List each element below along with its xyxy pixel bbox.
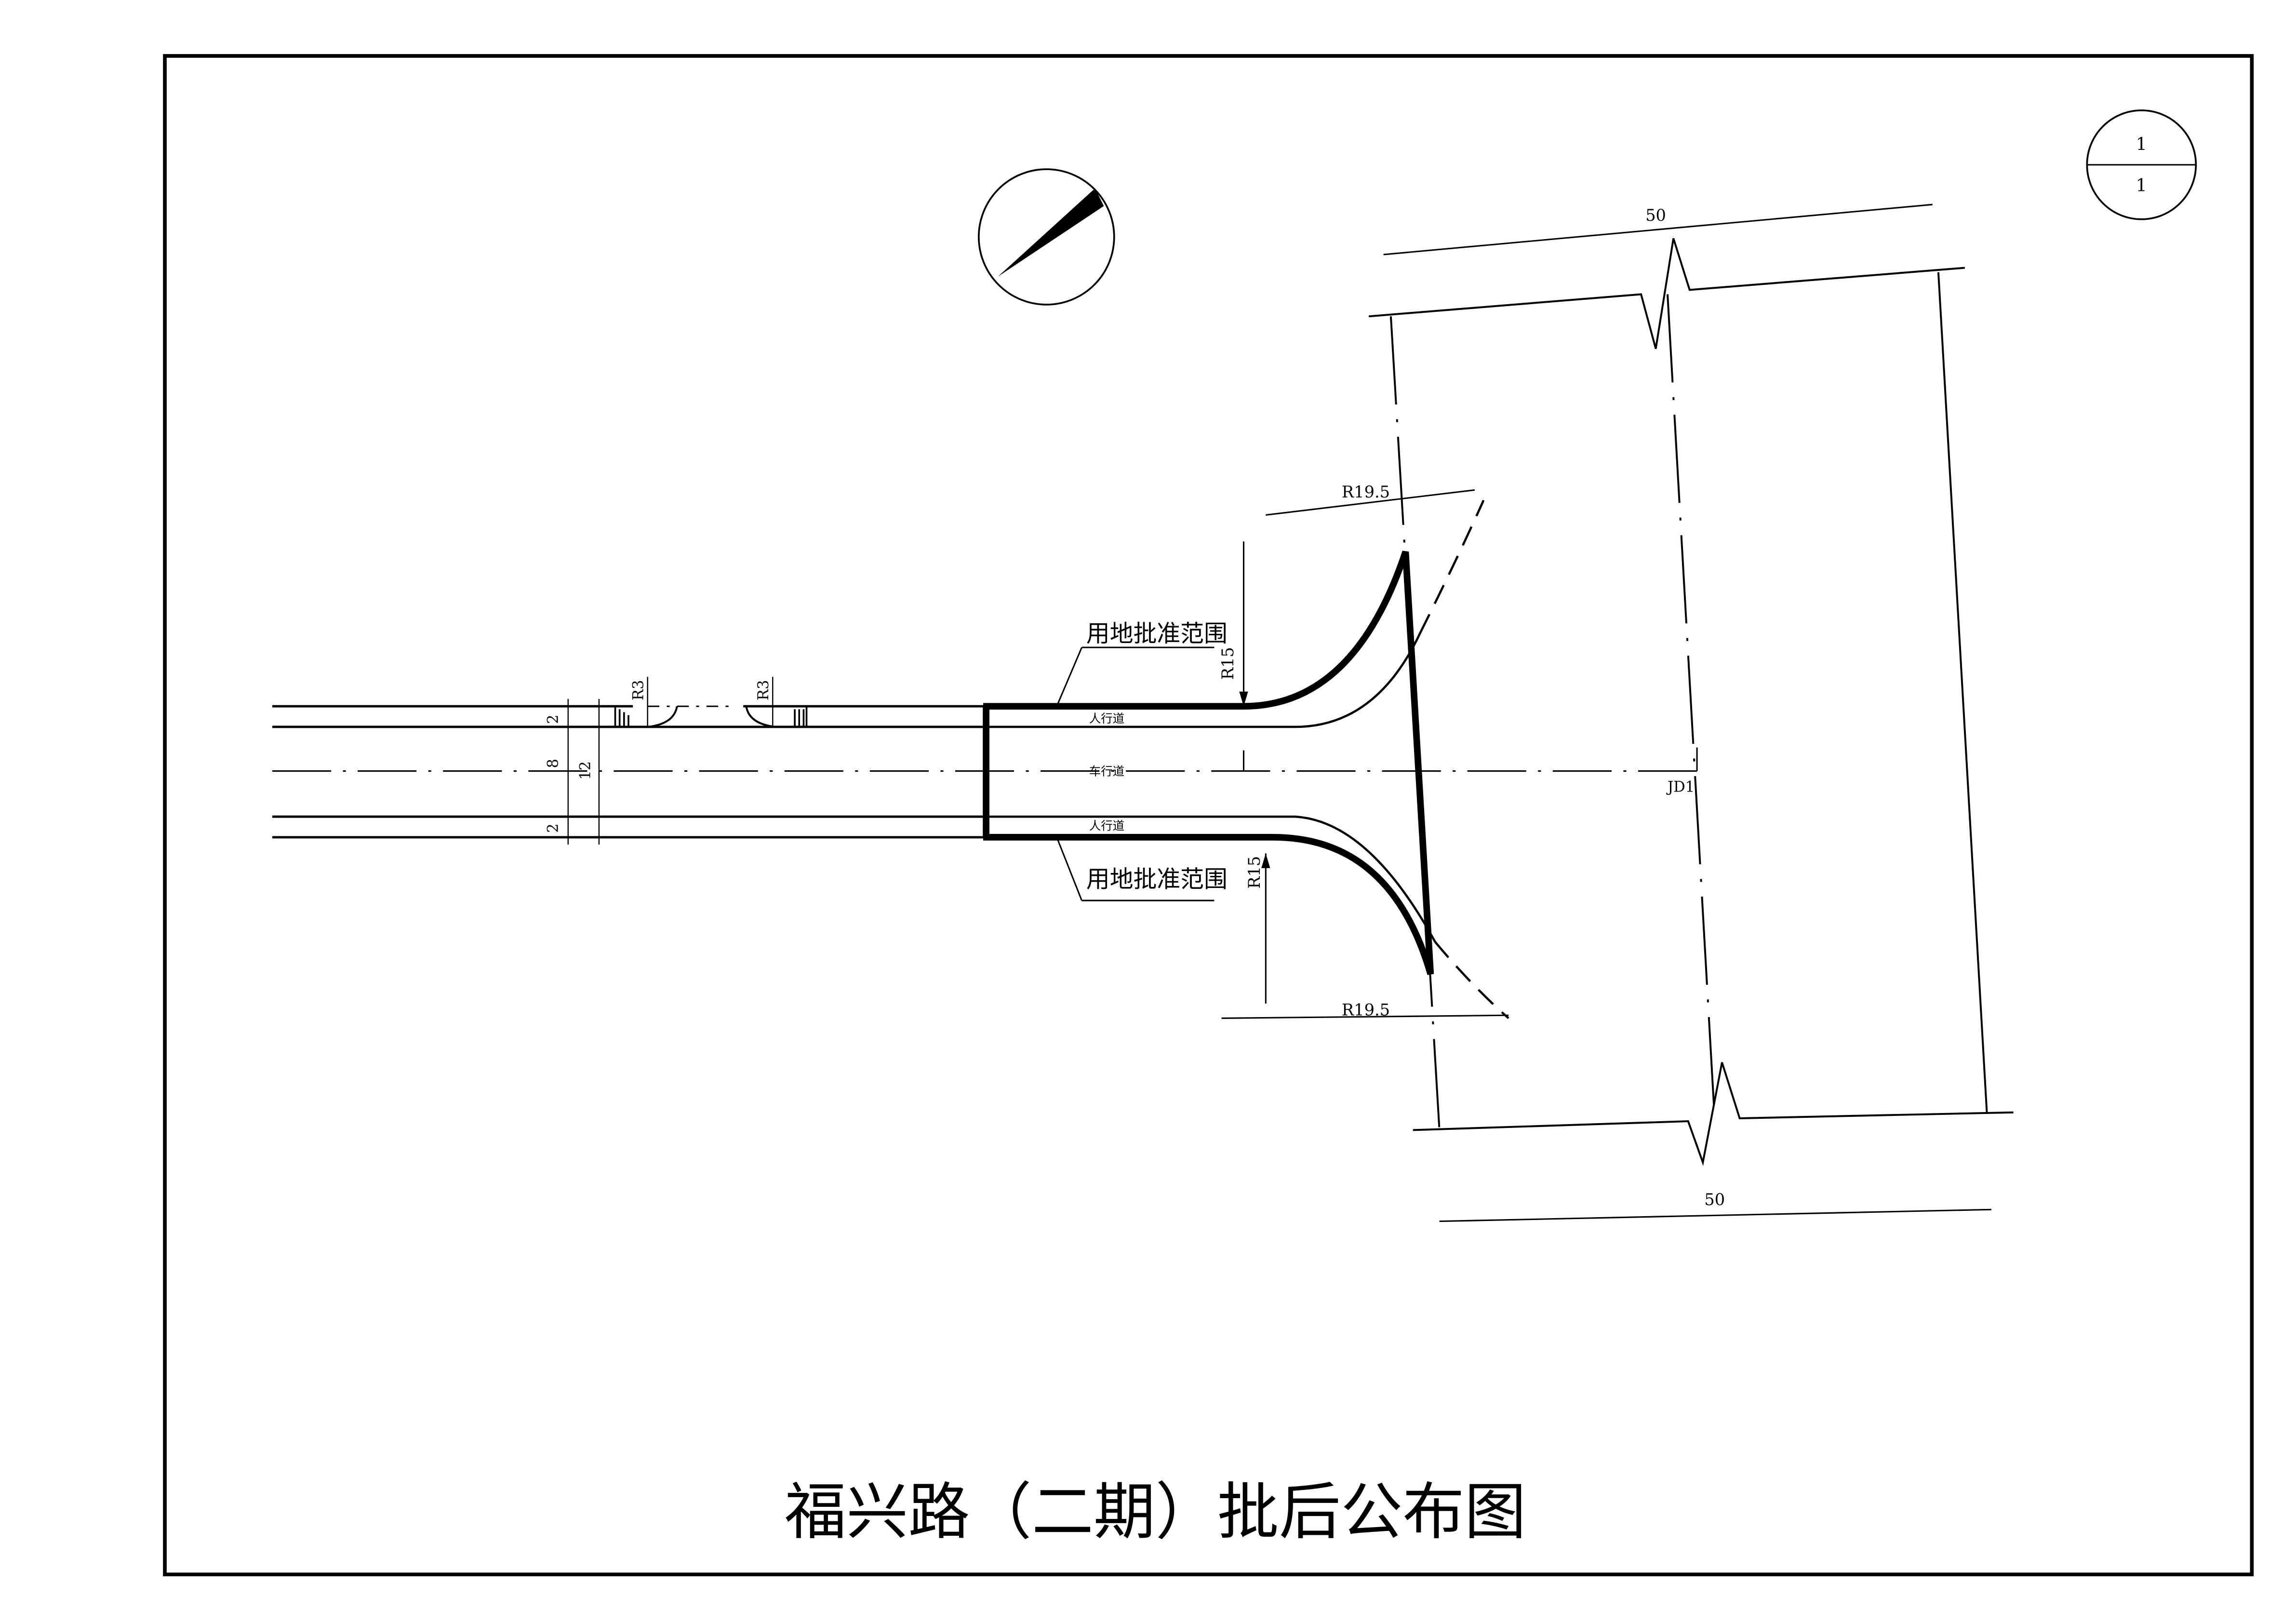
approved-land-boundary bbox=[983, 550, 1434, 975]
dim-r15-top: R15 bbox=[1218, 647, 1237, 680]
dim-r3-1: R3 bbox=[630, 680, 647, 700]
dim-sidewalk-top: 2 bbox=[545, 714, 561, 724]
road-west bbox=[272, 677, 987, 845]
dim-width-top: 50 bbox=[1645, 206, 1666, 225]
label-sidewalk-bottom: 人行道 bbox=[1089, 819, 1124, 833]
dim-width-bottom: 50 bbox=[1704, 1190, 1725, 1209]
dim-carriage: 8 bbox=[545, 759, 561, 768]
sheet-total: 1 bbox=[2136, 175, 2147, 196]
label-approved-scope-top: 用地批准范围 bbox=[1086, 620, 1228, 647]
label-junction: JD1 bbox=[1666, 778, 1695, 795]
dim-sidewalk-bottom: 2 bbox=[545, 823, 561, 832]
label-approved-scope-bottom: 用地批准范围 bbox=[1086, 866, 1228, 893]
sheet-indicator: 1 1 bbox=[2086, 109, 2197, 220]
road-east bbox=[1368, 238, 2014, 1167]
label-carriageway: 车行道 bbox=[1089, 765, 1124, 778]
dim-r15-bottom: R15 bbox=[1245, 856, 1264, 889]
dim-r3-2: R3 bbox=[755, 680, 772, 700]
drawing-title: 福兴路（二期）批后公布图 bbox=[785, 1476, 1526, 1548]
sheet-number: 1 bbox=[2136, 134, 2147, 154]
curb-lines bbox=[986, 499, 1509, 1019]
dim-r19-5-top: R19.5 bbox=[1342, 483, 1390, 501]
dim-r19-5-bottom: R19.5 bbox=[1342, 1000, 1390, 1019]
drawing-frame bbox=[163, 54, 2254, 1577]
label-sidewalk-top: 人行道 bbox=[1089, 711, 1124, 725]
dimension-lines bbox=[1056, 203, 1991, 1222]
north-arrow-icon bbox=[977, 168, 1115, 306]
